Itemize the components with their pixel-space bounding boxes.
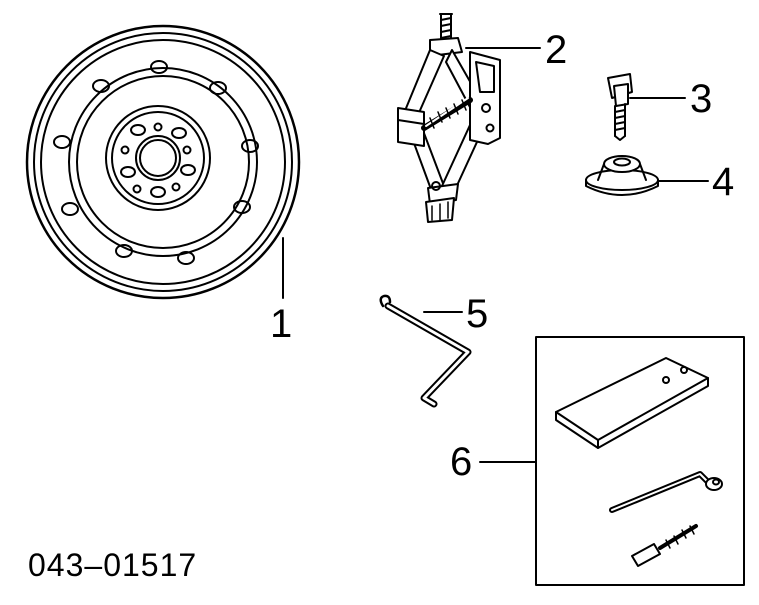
spare-wheel-icon — [25, 24, 301, 300]
callout-6: 6 — [450, 440, 473, 484]
jack-handle-icon — [379, 294, 472, 408]
scissor-jack-icon — [397, 13, 541, 223]
diagram-part-code: 043–01517 — [28, 547, 198, 583]
callout-1: 1 — [270, 302, 293, 346]
tool-kit-icon — [479, 336, 745, 586]
callout-2: 2 — [545, 28, 568, 72]
callout-3: 3 — [690, 77, 713, 121]
jack-base-icon — [585, 155, 709, 196]
callout-4: 4 — [712, 160, 735, 204]
callout-5: 5 — [466, 292, 489, 336]
hold-down-bolt-icon — [607, 73, 686, 141]
